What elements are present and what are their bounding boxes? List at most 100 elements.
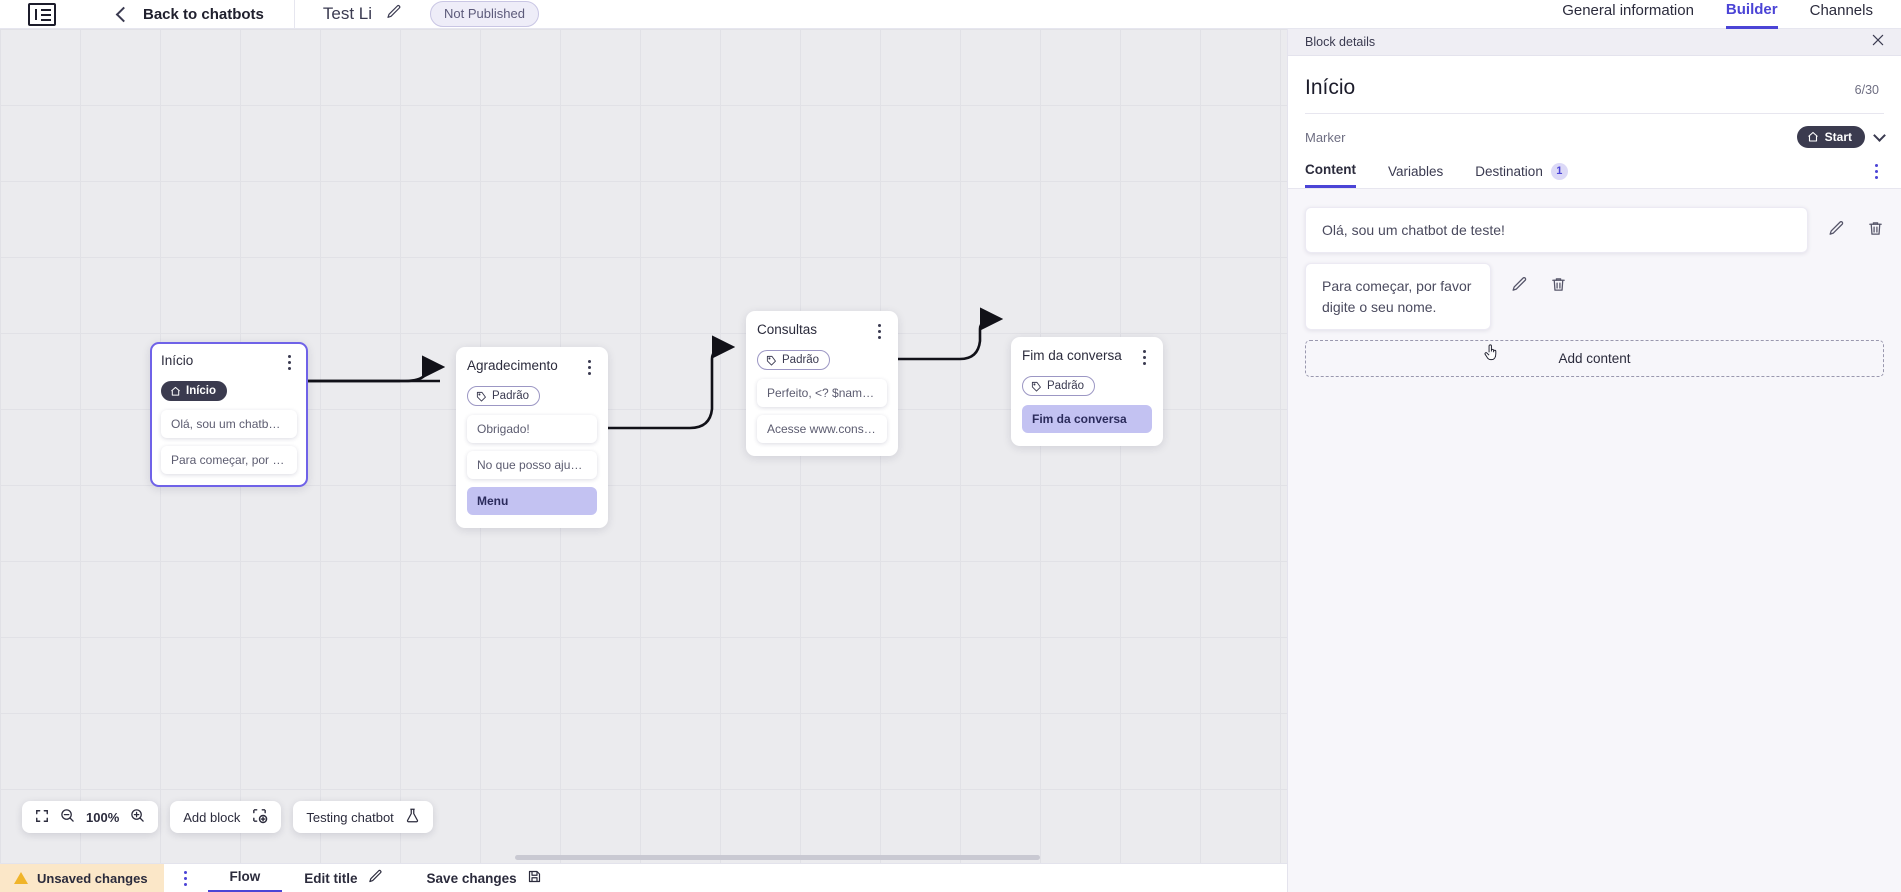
testing-chatbot-label: Testing chatbot bbox=[306, 809, 394, 825]
flow-canvas[interactable]: Início Início Olá, sou um chatbot de tes… bbox=[0, 29, 1287, 863]
tab-general-information[interactable]: General information bbox=[1562, 2, 1694, 19]
panel-overflow-menu-icon[interactable] bbox=[1868, 162, 1884, 180]
save-disk-icon bbox=[527, 869, 542, 887]
edit-title-button[interactable]: Edit title bbox=[282, 864, 404, 892]
tab-channels[interactable]: Channels bbox=[1809, 2, 1873, 19]
edit-content-icon[interactable] bbox=[1511, 276, 1528, 298]
block-tag-label: Padrão bbox=[1047, 380, 1085, 392]
panel-title-row: Início 6/30 bbox=[1288, 56, 1901, 100]
panel-content-list: Olá, sou um chatbot de teste! Para começ… bbox=[1288, 189, 1901, 749]
zoom-out-icon[interactable] bbox=[60, 808, 75, 826]
panel-tabs: Content Variables Destination 1 bbox=[1288, 148, 1901, 189]
panel-tab-content[interactable]: Content bbox=[1305, 162, 1356, 188]
marker-control[interactable]: Start bbox=[1796, 126, 1886, 148]
canvas-horizontal-scrollbar[interactable] bbox=[515, 855, 1040, 860]
save-changes-button[interactable]: Save changes bbox=[405, 864, 564, 892]
status-badge: Not Published bbox=[430, 1, 539, 27]
header-tabs: General information Builder Channels bbox=[1562, 0, 1873, 29]
marker-label: Marker bbox=[1305, 129, 1346, 145]
block-title: Consultas bbox=[757, 322, 818, 337]
content-item: Olá, sou um chatbot de teste! bbox=[1305, 207, 1884, 254]
panel-header: Block details bbox=[1288, 29, 1901, 56]
block-tag-start: Início bbox=[161, 381, 228, 401]
block-menu-icon[interactable] bbox=[581, 358, 597, 376]
edit-content-icon[interactable] bbox=[1828, 220, 1845, 242]
flow-block-inicio[interactable]: Início Início Olá, sou um chatbot de tes… bbox=[150, 342, 308, 487]
block-title: Início bbox=[161, 353, 194, 368]
block-header: Fim da conversa bbox=[1022, 348, 1152, 366]
marker-value: Start bbox=[1824, 130, 1852, 144]
flow-block-agradecimento[interactable]: Agradecimento Padrão Obrigado! No que po… bbox=[456, 347, 608, 528]
warning-icon bbox=[14, 872, 28, 884]
content-item: Para começar, por favor digite o seu nom… bbox=[1305, 263, 1884, 330]
flow-block-fim-da-conversa[interactable]: Fim da conversa Padrão Fim da conversa bbox=[1011, 337, 1163, 446]
block-row[interactable]: Perfeito, <? $name ?>! bbox=[757, 378, 887, 407]
panel-title: Início bbox=[1305, 76, 1356, 99]
close-icon[interactable] bbox=[1871, 33, 1885, 52]
block-details-panel: Block details Início 6/30 Marker Start bbox=[1287, 29, 1901, 892]
edit-title-label: Edit title bbox=[304, 870, 358, 886]
panel-tab-variables[interactable]: Variables bbox=[1388, 164, 1443, 187]
bottom-status-bar: Unsaved changes Flow Edit title Save cha… bbox=[0, 863, 1287, 892]
status-menu-icon[interactable] bbox=[178, 869, 194, 887]
add-block-icon bbox=[251, 807, 268, 827]
block-tag-label: Início bbox=[186, 385, 217, 397]
block-row[interactable]: Para começar, por favor digite o ... bbox=[161, 445, 297, 474]
block-menu-icon[interactable] bbox=[1136, 348, 1152, 366]
block-row-end[interactable]: Fim da conversa bbox=[1022, 404, 1152, 433]
block-tag-label: Padrão bbox=[782, 354, 820, 366]
block-header: Agradecimento bbox=[467, 358, 597, 376]
panel-header-label: Block details bbox=[1305, 35, 1376, 49]
block-tag-default: Padrão bbox=[757, 350, 831, 370]
content-text[interactable]: Para começar, por favor digite o seu nom… bbox=[1305, 263, 1491, 330]
panel-divider bbox=[1305, 113, 1884, 114]
flow-block-consultas[interactable]: Consultas Padrão Perfeito, <? $name ?>! … bbox=[746, 311, 898, 456]
delete-content-icon[interactable] bbox=[1867, 220, 1884, 242]
zoom-in-icon[interactable] bbox=[130, 808, 145, 826]
chevron-down-icon[interactable] bbox=[1873, 128, 1886, 142]
block-header: Consultas bbox=[757, 322, 887, 340]
back-to-chatbots-link[interactable]: Back to chatbots bbox=[143, 5, 264, 23]
block-tag-label: Padrão bbox=[492, 390, 530, 402]
block-row[interactable]: Olá, sou um chatbot de teste! bbox=[161, 409, 297, 438]
bot-name-label: Test Li bbox=[322, 4, 372, 23]
block-row[interactable]: Acesse www.consultas.com par... bbox=[757, 414, 887, 443]
block-row[interactable]: No que posso ajudar, <? $name ... bbox=[467, 450, 597, 479]
panel-tab-label: Content bbox=[1305, 162, 1356, 177]
block-menu-icon[interactable] bbox=[871, 322, 887, 340]
marker-row: Marker Start bbox=[1288, 114, 1901, 148]
zoom-level-label: 100% bbox=[86, 809, 120, 825]
unsaved-changes-badge: Unsaved changes bbox=[0, 863, 164, 892]
block-menu-icon[interactable] bbox=[281, 353, 297, 371]
edit-bot-name-icon[interactable] bbox=[386, 4, 402, 25]
fit-screen-icon[interactable] bbox=[35, 809, 49, 826]
flask-icon bbox=[405, 808, 420, 826]
header-divider bbox=[293, 0, 295, 41]
char-counter: 6/30 bbox=[1854, 83, 1879, 97]
add-block-button[interactable]: Add block bbox=[170, 801, 282, 833]
mouse-cursor-pointer bbox=[1484, 344, 1497, 361]
bot-logo-icon bbox=[28, 2, 56, 26]
unsaved-changes-label: Unsaved changes bbox=[37, 870, 148, 886]
block-row-menu[interactable]: Menu bbox=[467, 486, 597, 515]
block-header: Início bbox=[161, 353, 297, 371]
content-item-actions bbox=[1808, 207, 1884, 242]
marker-start-badge[interactable]: Start bbox=[1796, 126, 1865, 148]
panel-tab-label: Variables bbox=[1388, 163, 1444, 179]
add-content-button[interactable]: Add content bbox=[1305, 339, 1884, 377]
pencil-icon bbox=[368, 869, 383, 887]
panel-body: Início 6/30 Marker Start Content bbox=[1288, 56, 1901, 189]
content-item-actions bbox=[1491, 263, 1567, 298]
panel-tab-destination[interactable]: Destination 1 bbox=[1475, 162, 1568, 188]
save-changes-label: Save changes bbox=[426, 870, 517, 886]
add-block-label: Add block bbox=[183, 809, 241, 825]
block-row[interactable]: Obrigado! bbox=[467, 414, 597, 443]
status-tab-flow[interactable]: Flow bbox=[207, 864, 283, 892]
content-text[interactable]: Olá, sou um chatbot de teste! bbox=[1305, 207, 1808, 254]
canvas-toolbar: 100% Add block Testing chatbot bbox=[22, 801, 433, 833]
testing-chatbot-button[interactable]: Testing chatbot bbox=[293, 801, 433, 833]
tab-builder[interactable]: Builder bbox=[1725, 1, 1778, 29]
back-chevron-icon[interactable] bbox=[115, 6, 132, 22]
panel-tab-label: Destination bbox=[1475, 163, 1543, 179]
delete-content-icon[interactable] bbox=[1550, 276, 1567, 298]
